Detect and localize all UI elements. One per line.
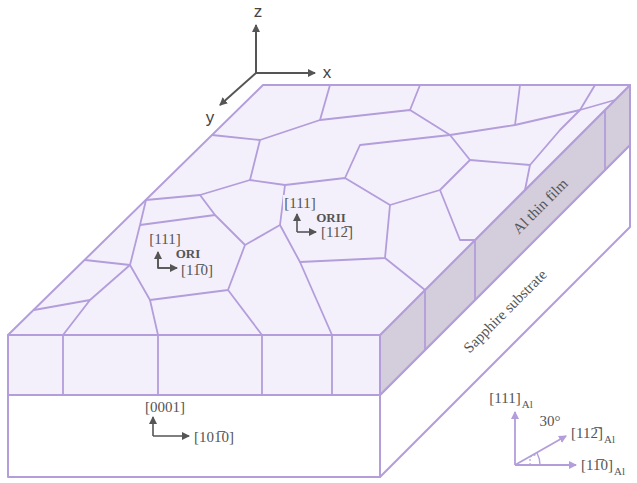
subscript: Al <box>613 465 626 477</box>
direction-label: [111] <box>488 390 521 407</box>
angle-label: 30° <box>539 413 562 430</box>
direction-label: [11̅0] <box>580 457 614 474</box>
axis-label: z <box>253 3 264 22</box>
direction-label: [111] <box>283 195 316 212</box>
subscript: Al <box>603 433 616 445</box>
direction-label: [112̅] <box>320 224 354 241</box>
direction-label: [0001] <box>144 399 186 416</box>
film-front <box>8 335 380 395</box>
substrate-front <box>8 395 380 477</box>
film-top <box>8 85 630 335</box>
orientation-name: ORI <box>175 247 202 261</box>
direction-label: [101̅0] <box>193 429 235 446</box>
crystal-axes <box>515 412 576 465</box>
axis-label: x <box>322 64 333 83</box>
grain-boundaries <box>34 85 615 395</box>
direction-label: [111] <box>148 231 181 248</box>
subscript: Al <box>521 398 534 410</box>
axis-label: y <box>205 109 216 128</box>
direction-label: [112̅] <box>570 425 604 442</box>
direction-label: [11̅0] <box>180 262 214 279</box>
